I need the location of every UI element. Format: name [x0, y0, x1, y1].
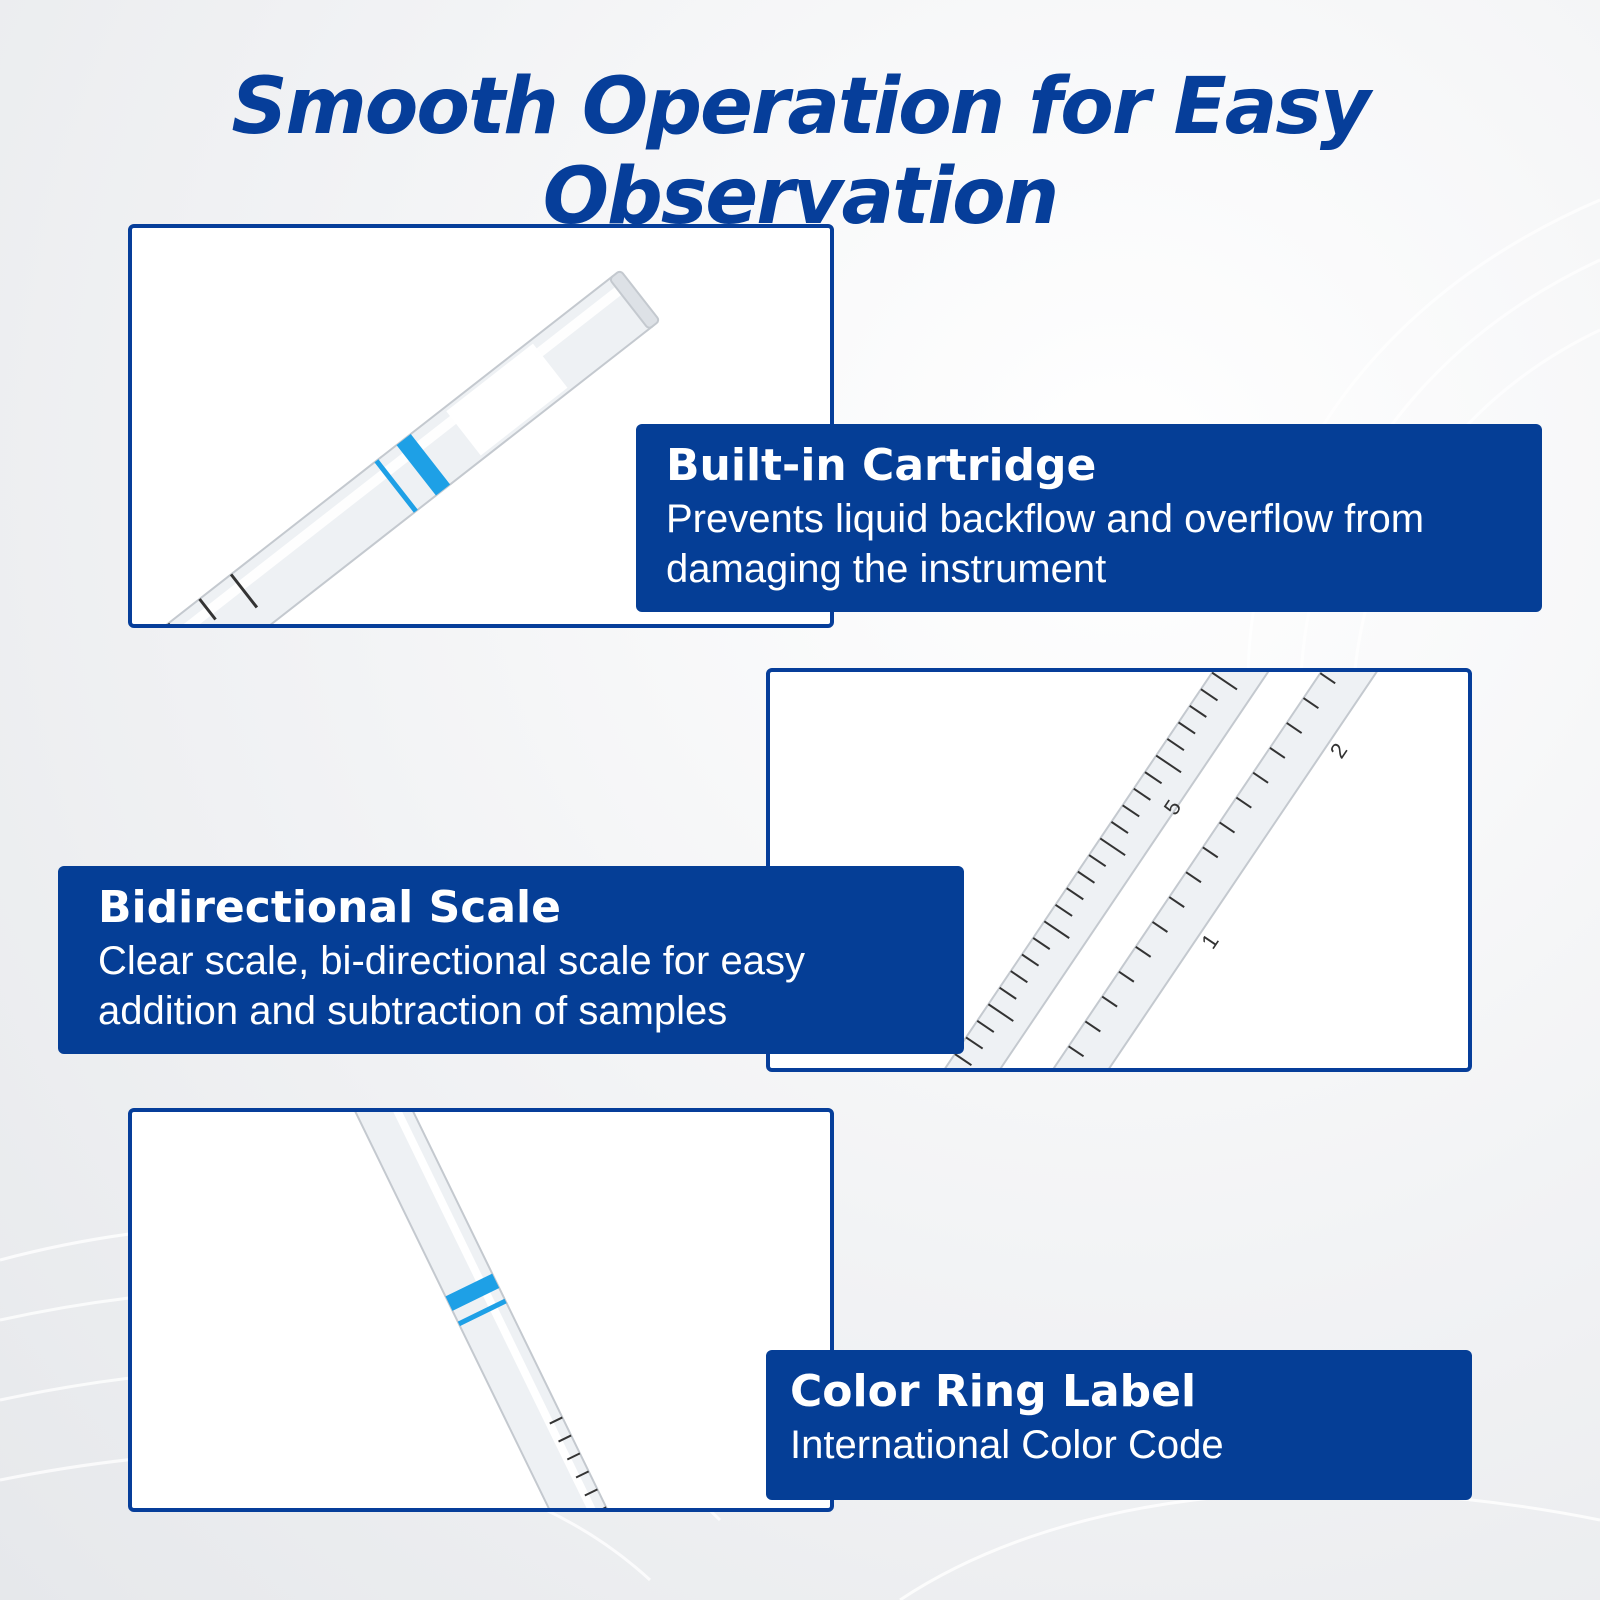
cartridge-photo — [128, 224, 834, 628]
feature-description: International Color Code — [790, 1423, 1224, 1467]
headline: Smooth Operation for Easy Observation — [231, 62, 1370, 242]
feature-card-cartridge: Built-in Cartridge Prevents liquid backf… — [636, 424, 1542, 612]
pipette-cartridge-image — [132, 270, 660, 624]
feature-card-scale: Bidirectional Scale Clear scale, bi-dire… — [58, 866, 964, 1054]
color-ring-photo — [128, 1108, 834, 1512]
scale-mark: 1 — [1196, 929, 1224, 953]
scale-mark: 2 — [1325, 739, 1353, 763]
pipette-color-ring-image — [345, 1112, 637, 1508]
feature-title: Color Ring Label — [790, 1366, 1197, 1417]
feature-card-color-ring: Color Ring Label International Color Cod… — [766, 1350, 1472, 1500]
feature-description: Prevents liquid backflow and overflow fr… — [666, 497, 1425, 591]
pipette-scale-image: 1 5 4 2 1 — [916, 672, 1397, 1068]
feature-title: Bidirectional Scale — [98, 882, 561, 933]
feature-title: Built-in Cartridge — [666, 440, 1097, 491]
feature-description: Clear scale, bi-directional scale for ea… — [98, 939, 805, 1033]
